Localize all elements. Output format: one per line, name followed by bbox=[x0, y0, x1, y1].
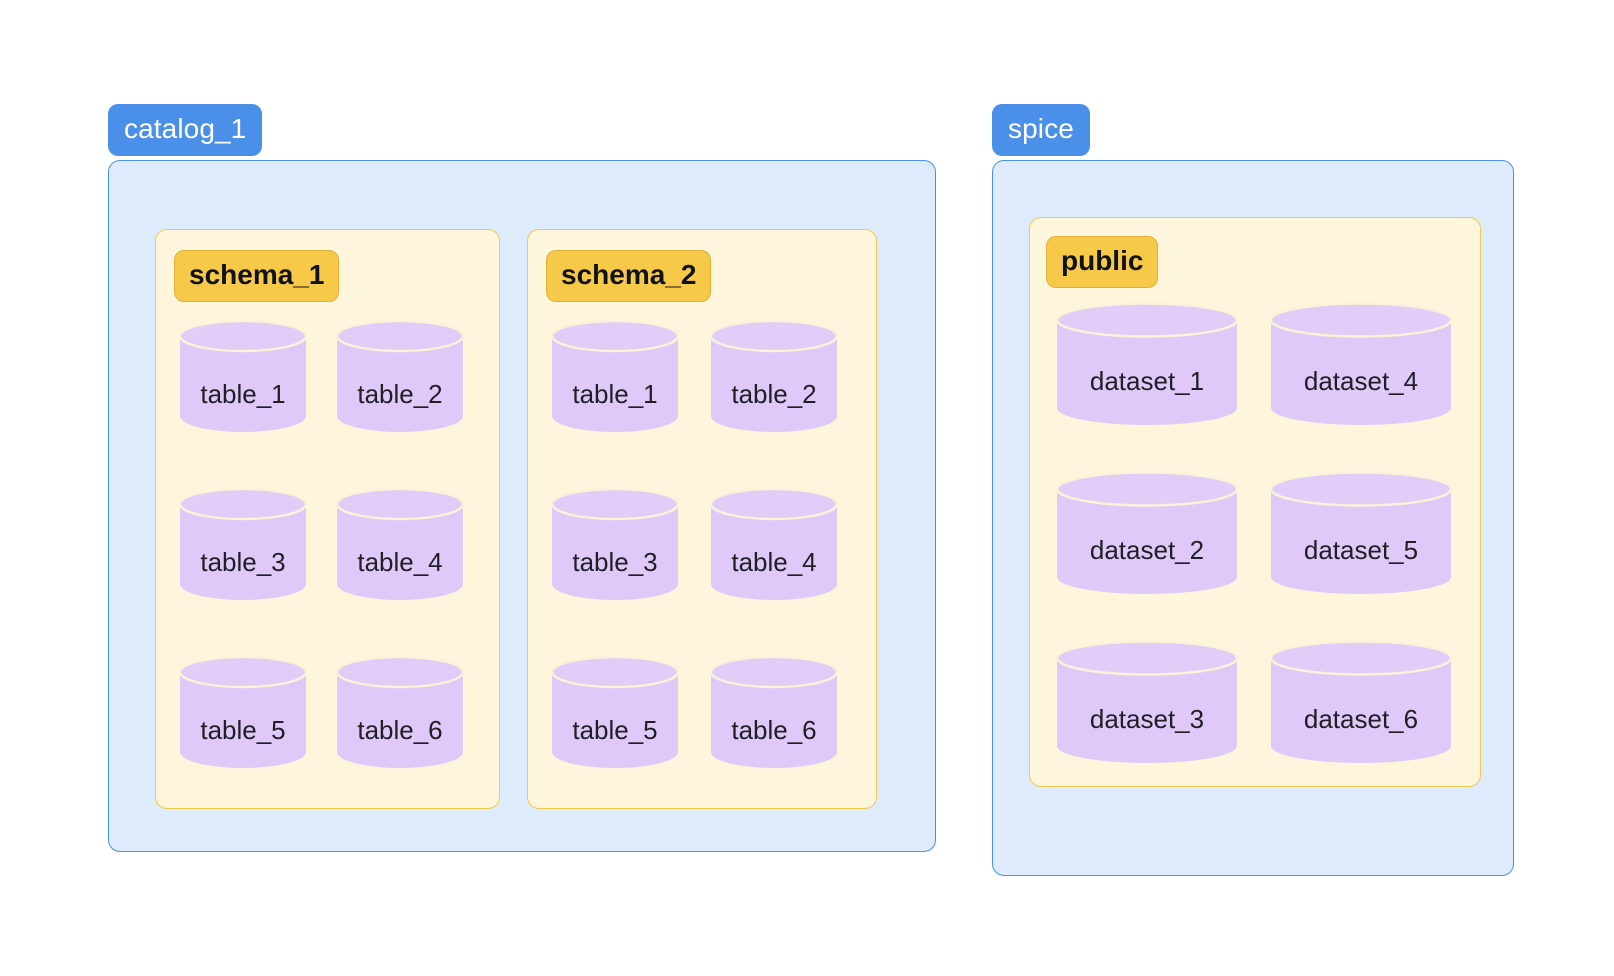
catalog-group-catalog_1: catalog_1 schema_1 table_1 bbox=[108, 104, 936, 852]
table-cylinder[interactable]: table_6 bbox=[710, 656, 838, 768]
schema-panel-public: public dataset_1 dataset_4 bbox=[1029, 217, 1481, 787]
cylinder-icon bbox=[1270, 302, 1452, 425]
schema-panel-schema_2: schema_2 table_1 table_2 bbox=[527, 229, 877, 809]
cylinder-icon bbox=[1056, 471, 1238, 594]
cylinder-icon bbox=[1270, 640, 1452, 763]
cylinder-icon bbox=[336, 656, 464, 768]
schema-panel-schema_1: schema_1 table_1 table_2 bbox=[155, 229, 500, 809]
catalog-badge-catalog_1[interactable]: catalog_1 bbox=[108, 104, 263, 156]
cylinder-icon bbox=[710, 656, 838, 768]
catalog-panel-spice: public dataset_1 dataset_4 bbox=[992, 160, 1514, 876]
cylinder-icon bbox=[179, 320, 307, 432]
catalog-group-spice: spice public dataset_1 bbox=[992, 104, 1514, 876]
cylinder-icon bbox=[1056, 640, 1238, 763]
dataset-cylinder[interactable]: dataset_6 bbox=[1270, 640, 1452, 764]
table-cylinder[interactable]: table_3 bbox=[179, 488, 307, 600]
table-cylinder[interactable]: table_4 bbox=[710, 488, 838, 600]
dataset-cylinder[interactable]: dataset_2 bbox=[1056, 471, 1238, 595]
table-cylinder[interactable]: table_4 bbox=[336, 488, 464, 600]
cylinder-icon bbox=[179, 656, 307, 768]
table-cylinder[interactable]: table_1 bbox=[551, 320, 679, 432]
cylinder-icon bbox=[336, 488, 464, 600]
table-cylinder[interactable]: table_2 bbox=[710, 320, 838, 432]
table-cylinder[interactable]: table_3 bbox=[551, 488, 679, 600]
cylinder-icon bbox=[710, 488, 838, 600]
catalog-badge-spice[interactable]: spice bbox=[992, 104, 1090, 156]
dataset-cylinder[interactable]: dataset_4 bbox=[1270, 302, 1452, 426]
table-cylinder[interactable]: table_5 bbox=[179, 656, 307, 768]
cylinder-icon bbox=[1270, 471, 1452, 594]
catalog-panel-catalog_1: schema_1 table_1 table_2 bbox=[108, 160, 936, 852]
cylinder-icon bbox=[551, 656, 679, 768]
schema-badge-public[interactable]: public bbox=[1046, 236, 1159, 288]
cylinder-icon bbox=[551, 488, 679, 600]
cylinder-icon bbox=[551, 320, 679, 432]
cylinder-icon bbox=[710, 320, 838, 432]
dataset-cylinder[interactable]: dataset_5 bbox=[1270, 471, 1452, 595]
schema-badge-schema_2[interactable]: schema_2 bbox=[546, 250, 712, 302]
dataset-cylinder[interactable]: dataset_3 bbox=[1056, 640, 1238, 764]
schema-badge-schema_1[interactable]: schema_1 bbox=[174, 250, 340, 302]
table-cylinder[interactable]: table_2 bbox=[336, 320, 464, 432]
cylinder-icon bbox=[179, 488, 307, 600]
table-cylinder[interactable]: table_5 bbox=[551, 656, 679, 768]
dataset-cylinder[interactable]: dataset_1 bbox=[1056, 302, 1238, 426]
table-cylinder[interactable]: table_6 bbox=[336, 656, 464, 768]
cylinder-icon bbox=[1056, 302, 1238, 425]
cylinder-icon bbox=[336, 320, 464, 432]
table-cylinder[interactable]: table_1 bbox=[179, 320, 307, 432]
